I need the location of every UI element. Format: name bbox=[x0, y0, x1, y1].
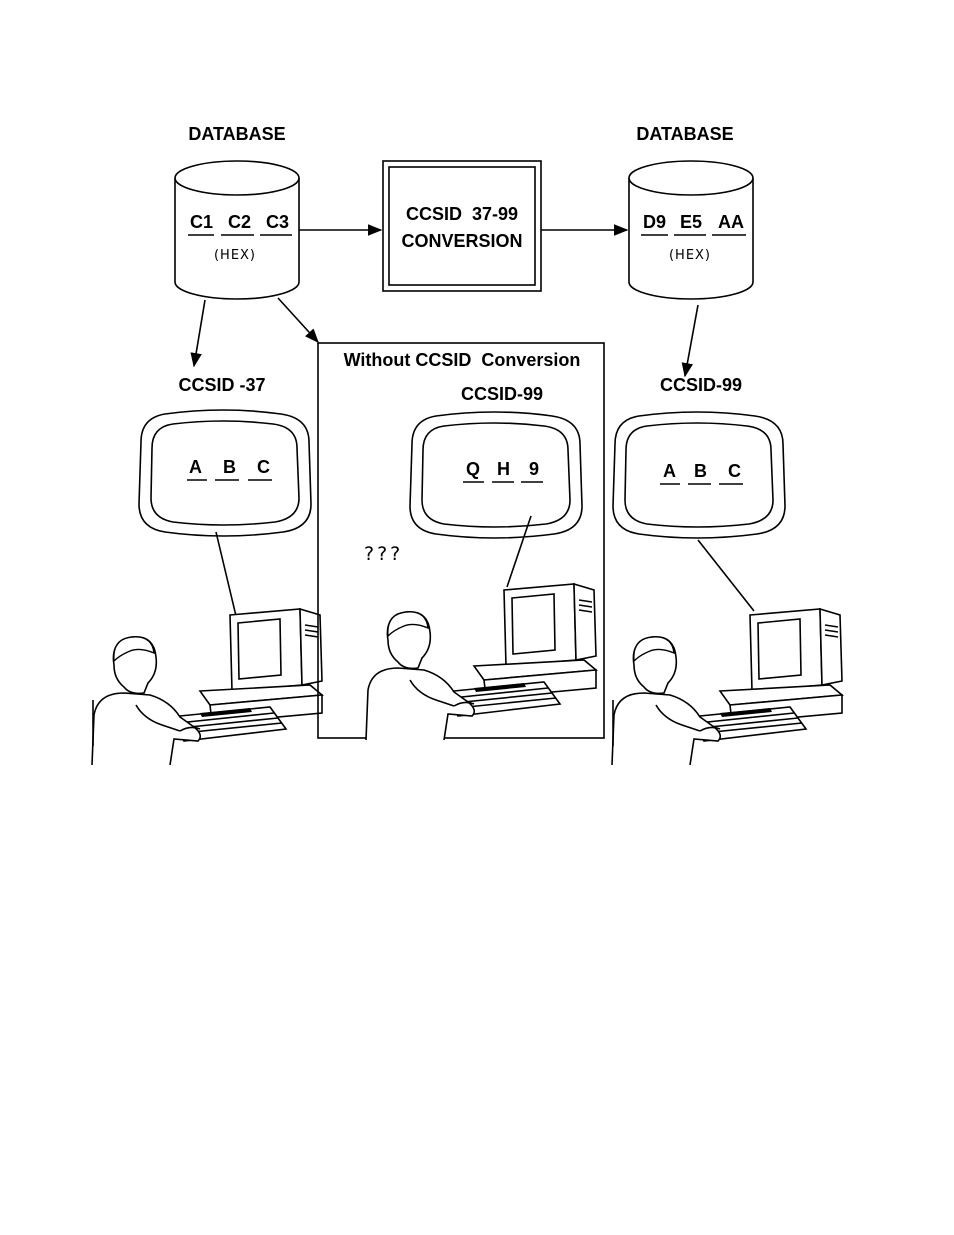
left-terminal-callout-line bbox=[216, 532, 236, 616]
middle-panel-char-2: H bbox=[497, 459, 510, 479]
arrow-left-database-to-middle-panel bbox=[278, 298, 318, 342]
middle-panel-title: Without CCSID Conversion bbox=[344, 350, 581, 370]
left-database-code-1: C1 bbox=[190, 212, 213, 232]
middle-panel-char-3: 9 bbox=[529, 459, 539, 479]
middle-panel-screen bbox=[410, 412, 582, 538]
right-terminal-callout-line bbox=[698, 540, 754, 611]
middle-panel-ccsid-label: CCSID-99 bbox=[461, 384, 543, 404]
left-database-code-3: C3 bbox=[266, 212, 289, 232]
middle-panel-char-1: Q bbox=[466, 459, 480, 479]
left-terminal-char-2: B bbox=[223, 457, 236, 477]
left-terminal-char-3: C bbox=[257, 457, 270, 477]
left-terminal-workstation-illustration bbox=[92, 609, 322, 765]
right-database-code-2: E5 bbox=[680, 212, 702, 232]
right-database-code-3: AA bbox=[718, 212, 744, 232]
left-database-title: DATABASE bbox=[188, 124, 285, 144]
arrow-left-database-to-left-terminal bbox=[194, 300, 205, 366]
left-database-unit: (HEX) bbox=[214, 248, 256, 263]
right-database-title: DATABASE bbox=[636, 124, 733, 144]
conversion-title-line-2: CONVERSION bbox=[401, 231, 522, 251]
right-terminal-workstation-illustration bbox=[612, 609, 842, 765]
right-terminal-char-1: A bbox=[663, 461, 676, 481]
middle-panel-workstation-illustration bbox=[366, 584, 596, 740]
conversion-box bbox=[383, 161, 541, 291]
right-terminal-ccsid-label: CCSID-99 bbox=[660, 375, 742, 395]
middle-panel-confused-marks: ??? bbox=[364, 543, 403, 565]
right-terminal-char-3: C bbox=[728, 461, 741, 481]
conversion-title-line-1: CCSID 37-99 bbox=[406, 204, 518, 224]
left-terminal-char-1: A bbox=[189, 457, 202, 477]
left-database-code-2: C2 bbox=[228, 212, 251, 232]
right-database-code-1: D9 bbox=[643, 212, 666, 232]
right-database-unit: (HEX) bbox=[669, 248, 711, 263]
left-terminal-ccsid-label: CCSID -37 bbox=[178, 375, 265, 395]
arrow-right-database-to-right-terminal bbox=[685, 305, 698, 376]
right-terminal-char-2: B bbox=[694, 461, 707, 481]
